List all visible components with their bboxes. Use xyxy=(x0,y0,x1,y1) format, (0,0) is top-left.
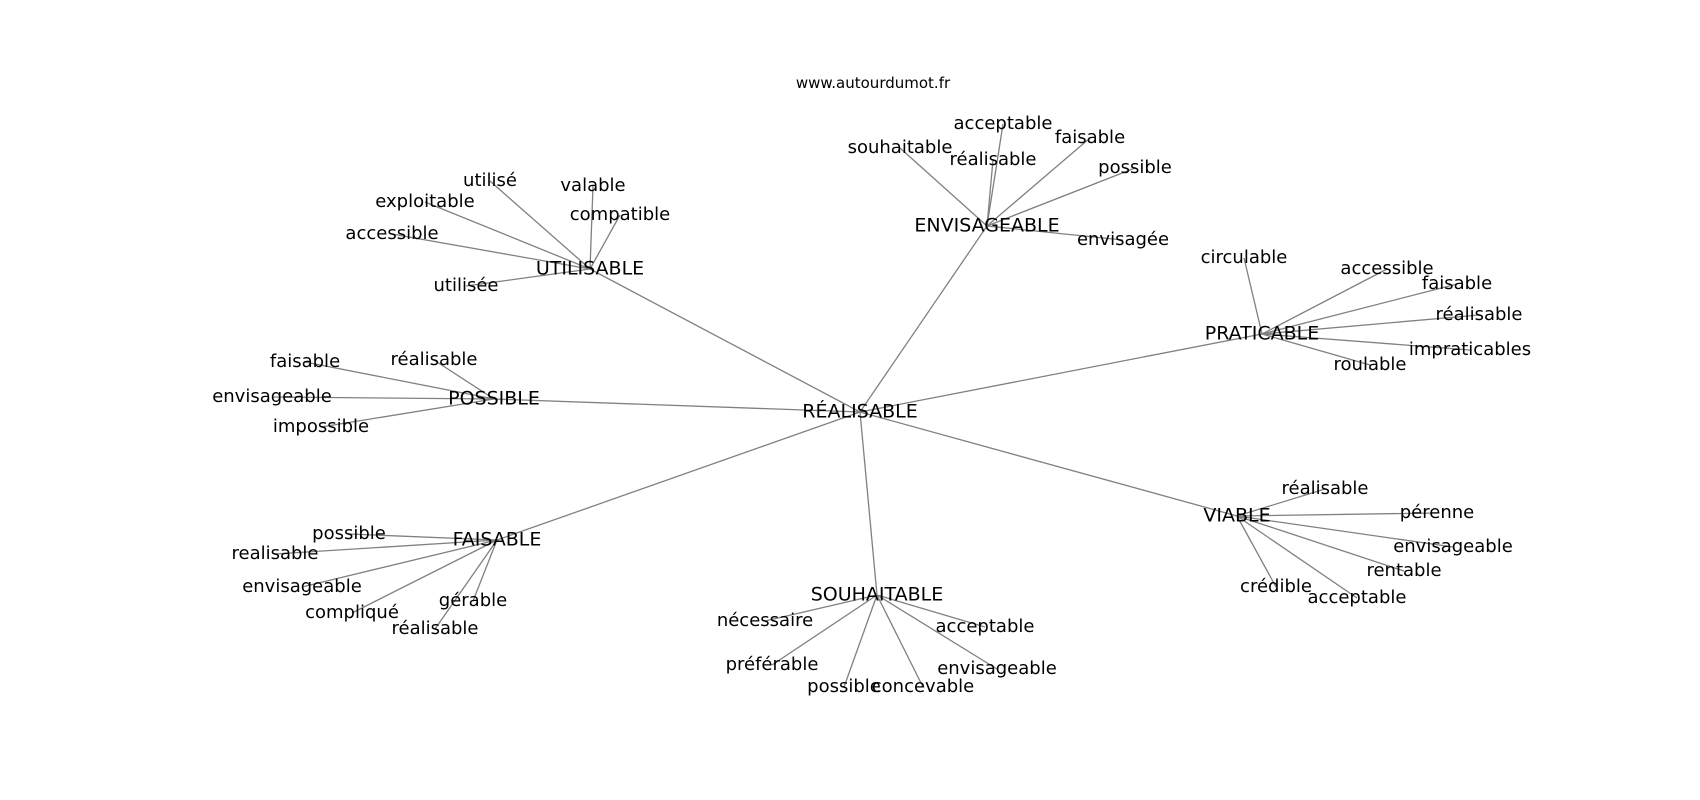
leaf-node[interactable]: réalisable xyxy=(949,149,1036,170)
edge-center-souhaitable xyxy=(859,411,878,596)
leaf-node[interactable]: utilisée xyxy=(434,275,499,296)
edge-souhaitable-leaf xyxy=(876,594,924,688)
edge-faisable-leaf xyxy=(348,533,498,541)
hub-node-utilisable[interactable]: UTILISABLE xyxy=(536,258,644,280)
leaf-node[interactable]: nécessaire xyxy=(717,610,813,631)
edge-utilisable-leaf xyxy=(589,185,594,270)
leaf-node[interactable]: possible xyxy=(1098,157,1172,178)
hub-node-faisable[interactable]: FAISABLE xyxy=(453,529,542,551)
edge-utilisable-leaf xyxy=(589,214,621,270)
hub-node-praticable[interactable]: PRATICABLE xyxy=(1205,323,1320,345)
edge-praticable-leaf xyxy=(1261,283,1458,335)
leaf-node[interactable]: faisable xyxy=(1422,273,1492,294)
graph-labels: RÉALISABLE UTILISABLE utilisé valable explo… xyxy=(212,113,1531,697)
leaf-node[interactable]: envisageable xyxy=(1393,536,1513,557)
hub-node-possible[interactable]: POSSIBLE xyxy=(448,388,540,410)
edge-souhaitable-leaf xyxy=(771,594,878,666)
edge-souhaitable-leaf xyxy=(843,594,878,688)
leaf-node[interactable]: crédible xyxy=(1240,576,1312,597)
edge-center-utilisable xyxy=(589,268,861,413)
leaf-node[interactable]: rentable xyxy=(1366,560,1441,581)
leaf-node[interactable]: gérable xyxy=(439,590,507,611)
edge-possible-leaf xyxy=(320,398,495,428)
edge-center-possible xyxy=(493,398,861,413)
edge-envisageable-leaf xyxy=(986,167,1136,227)
leaf-node[interactable]: accessible xyxy=(345,223,438,244)
leaf-node[interactable]: compliqué xyxy=(305,602,399,623)
leaf-node[interactable]: possible xyxy=(312,523,386,544)
leaf-node[interactable]: accessible xyxy=(1340,258,1433,279)
edge-possible-leaf xyxy=(304,361,495,400)
edge-center-viable xyxy=(859,411,1238,517)
leaf-node[interactable]: faisable xyxy=(270,351,340,372)
edge-viable-leaf xyxy=(1236,512,1438,517)
edge-envisageable-leaf xyxy=(899,147,988,227)
leaf-node[interactable]: roulable xyxy=(1334,354,1407,375)
leaf-node[interactable]: préférable xyxy=(726,654,819,675)
edge-praticable-leaf xyxy=(1261,314,1480,335)
edge-utilisable-leaf xyxy=(489,180,591,270)
leaf-node[interactable]: réalisable xyxy=(1281,478,1368,499)
leaf-node[interactable]: acceptable xyxy=(954,113,1053,134)
edge-envisageable-leaf xyxy=(986,123,1004,227)
edge-faisable-leaf xyxy=(274,539,498,555)
edge-center-envisageable xyxy=(859,225,988,413)
edge-viable-leaf xyxy=(1236,515,1277,588)
edge-viable-leaf xyxy=(1236,515,1358,599)
leaf-node[interactable]: envisageable xyxy=(937,658,1057,679)
leaf-node[interactable]: envisagée xyxy=(1077,229,1169,250)
leaf-node[interactable]: valable xyxy=(560,175,625,196)
edge-envisageable-leaf xyxy=(986,225,1124,241)
edge-souhaitable-leaf xyxy=(876,594,986,628)
edge-faisable-leaf xyxy=(351,539,498,614)
edge-souhaitable-leaf xyxy=(764,594,878,622)
center-node[interactable]: RÉALISABLE xyxy=(802,400,917,423)
graph-edges xyxy=(271,123,1480,688)
leaf-node[interactable]: souhaitable xyxy=(848,137,953,158)
leaf-node[interactable]: circulable xyxy=(1201,247,1288,268)
leaf-node[interactable]: envisageable xyxy=(212,386,332,407)
leaf-node[interactable]: faisable xyxy=(1055,127,1125,148)
leaf-node[interactable]: réalisable xyxy=(390,349,477,370)
edge-viable-leaf xyxy=(1236,515,1454,548)
leaf-node[interactable]: réalisable xyxy=(1435,304,1522,325)
leaf-node[interactable]: exploitable xyxy=(375,191,474,212)
leaf-node[interactable]: impraticables xyxy=(1409,339,1531,360)
hub-node-envisageable[interactable]: ENVISAGEABLE xyxy=(914,215,1059,237)
leaf-node[interactable]: acceptable xyxy=(936,616,1035,637)
leaf-node[interactable]: acceptable xyxy=(1308,587,1407,608)
edge-center-faisable xyxy=(496,411,861,541)
site-url: www.autourdumot.fr xyxy=(796,74,951,92)
leaf-node[interactable]: pérenne xyxy=(1400,502,1474,523)
edge-praticable-leaf xyxy=(1261,333,1371,366)
leaf-node[interactable]: concevable xyxy=(872,676,974,697)
edge-praticable-leaf xyxy=(1261,268,1388,335)
edge-possible-leaf xyxy=(271,396,495,400)
hub-node-souhaitable[interactable]: SOUHAITABLE xyxy=(811,584,944,606)
edge-praticable-leaf xyxy=(1243,257,1263,335)
edge-viable-leaf xyxy=(1236,488,1326,517)
edge-viable-leaf xyxy=(1236,515,1405,572)
edge-utilisable-leaf xyxy=(465,268,591,287)
leaf-node[interactable]: envisageable xyxy=(242,576,362,597)
leaf-node[interactable]: réalisable xyxy=(391,618,478,639)
leaf-node[interactable]: possible xyxy=(807,676,881,697)
leaf-node[interactable]: impossible xyxy=(273,416,369,437)
edge-souhaitable-leaf xyxy=(876,594,998,670)
edge-envisageable-leaf xyxy=(986,159,994,227)
leaf-node[interactable]: utilisé xyxy=(463,170,517,191)
edge-envisageable-leaf xyxy=(986,137,1091,227)
edge-faisable-leaf xyxy=(434,539,498,630)
edge-center-praticable xyxy=(859,333,1263,413)
edge-utilisable-leaf xyxy=(424,201,591,270)
edge-faisable-leaf xyxy=(301,539,498,588)
edge-praticable-leaf xyxy=(1261,333,1471,351)
hub-node-viable[interactable]: VIABLE xyxy=(1203,505,1270,527)
leaf-node[interactable]: realisable xyxy=(231,543,318,564)
edge-possible-leaf xyxy=(433,359,495,400)
edge-utilisable-leaf xyxy=(391,233,591,270)
leaf-node[interactable]: compatible xyxy=(570,204,670,225)
edge-faisable-leaf xyxy=(472,539,498,602)
